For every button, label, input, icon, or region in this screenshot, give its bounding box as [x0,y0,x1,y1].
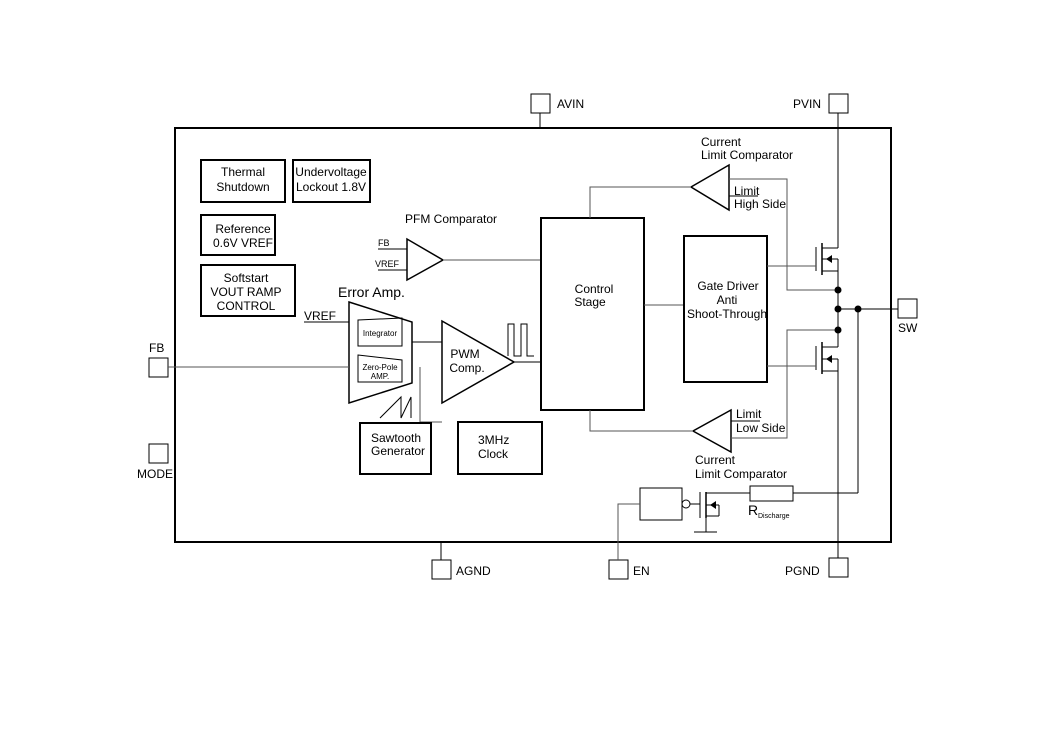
pin-pgnd: PGND [785,542,849,578]
gate-driver-line1: Gate Driver [697,279,758,293]
softstart-block: Softstart VOUT RAMP CONTROL [200,264,296,317]
discharge-resistor [749,485,794,502]
pin-pvin-pad [828,93,849,114]
ls-low-side-label: Low Side [736,421,786,435]
uvlo-line2: Lockout 1.8V [296,180,366,194]
en-buffer-block [639,487,683,521]
control-stage-line1: Control [575,282,614,296]
inverter-bubble [681,499,691,509]
pin-agnd: AGND [431,542,491,580]
pwm-comp-line1: PWM [450,347,479,361]
pfm-comparator-label: PFM Comparator [405,212,497,226]
control-stage-block: Control Stage [540,217,645,411]
high-side-current-limit: Current Limit Comparator Limit High Side [589,135,838,291]
error-amplifier: Error Amp. Integrator Zero-Pole AMP. VRE… [304,284,413,405]
gate-driver-block: Gate Driver Anti Shoot-Through [683,235,768,383]
undervoltage-lockout-block: Undervoltage Lockout 1.8V [292,159,371,203]
reference-line1: Reference [215,222,271,236]
high-side-mosfet [767,113,839,309]
pin-mode-label: MODE [137,467,173,481]
pin-avin-label: AVIN [557,97,584,111]
pin-pvin-label: PVIN [793,97,821,111]
pfm-comparator: PFM Comparator FB VREF [375,212,541,282]
pwm-comparator: PWM Comp. [441,319,541,405]
uvlo-line1: Undervoltage [295,165,367,179]
low-side-current-limit: Limit Low Side Current Limit Comparator [589,329,838,481]
pin-mode: MODE [137,443,173,481]
pin-fb-pad [148,357,169,378]
pin-sw: SW [897,298,918,335]
pfm-fb-label: FB [378,238,390,248]
pin-avin-pad [530,93,551,114]
thermal-shutdown-line2: Shutdown [216,180,269,194]
hs-limit-label: Limit [734,184,760,198]
ic-outline [174,127,892,543]
sawtooth-line2: Generator [371,444,425,458]
zero-pole-amp-label: AMP. [371,372,390,381]
pwm-pulse-glyph [507,323,534,357]
pin-en: EN [608,559,650,580]
ls-limit-comparator-label: Limit Comparator [695,467,787,481]
hs-limit-comparator-label: Limit Comparator [701,148,793,162]
pin-sw-pad [897,298,918,319]
pin-en-pad [608,559,629,580]
pfm-vref-label: VREF [375,259,400,269]
pin-mode-pad [148,443,169,464]
pin-sw-label: SW [898,321,918,335]
thermal-shutdown-line1: Thermal [221,165,265,179]
sawtooth-line1: Sawtooth [371,431,421,445]
pin-fb-label: FB [149,341,164,355]
pin-avin: AVIN [530,93,584,128]
zero-pole-block [357,354,403,383]
clock-block: 3MHz Clock [457,421,543,475]
clock-line2: Clock [478,447,509,461]
reference-block: Reference 0.6V VREF [200,214,276,256]
softstart-line3: CONTROL [217,299,276,313]
sawtooth-to-pwm-wire [419,367,442,423]
sawtooth-glyph [379,395,412,419]
pin-pgnd-pad [828,557,849,578]
clock-line1: 3MHz [478,433,509,447]
sawtooth-generator-block: Sawtooth Generator [359,422,432,475]
discharge-circuit: R Discharge [617,485,858,560]
pin-pgnd-label: PGND [785,564,820,578]
pin-agnd-label: AGND [456,564,491,578]
ls-current-label: Current [695,453,736,467]
integrator-block [357,317,403,347]
pin-pvin: PVIN [793,93,849,128]
low-side-mosfet [767,309,839,558]
pin-fb: FB [148,341,169,378]
gate-driver-line2: Anti [717,293,738,307]
pin-en-label: EN [633,564,650,578]
integrator-label: Integrator [363,329,398,338]
pin-agnd-pad [431,559,452,580]
gate-driver-line3: Shoot-Through [687,307,767,321]
zero-pole-label: Zero-Pole [362,363,398,372]
reference-line2: 0.6V VREF [213,236,273,250]
r-discharge-label: R [748,502,758,518]
pwm-comp-line2: Comp. [449,361,484,375]
softstart-line1: Softstart [224,271,269,285]
hs-high-side-label: High Side [734,197,786,211]
control-stage-line2: Stage [574,295,606,309]
hs-current-label: Current [701,135,742,149]
thermal-shutdown-block: Thermal Shutdown [200,159,286,203]
error-amp-label: Error Amp. [338,284,405,300]
error-amp-vref-label: VREF [304,309,336,323]
r-discharge-subscript: Discharge [758,513,790,520]
ls-limit-label: Limit [736,407,762,421]
switch-node [834,286,898,493]
softstart-line2: VOUT RAMP [210,285,281,299]
